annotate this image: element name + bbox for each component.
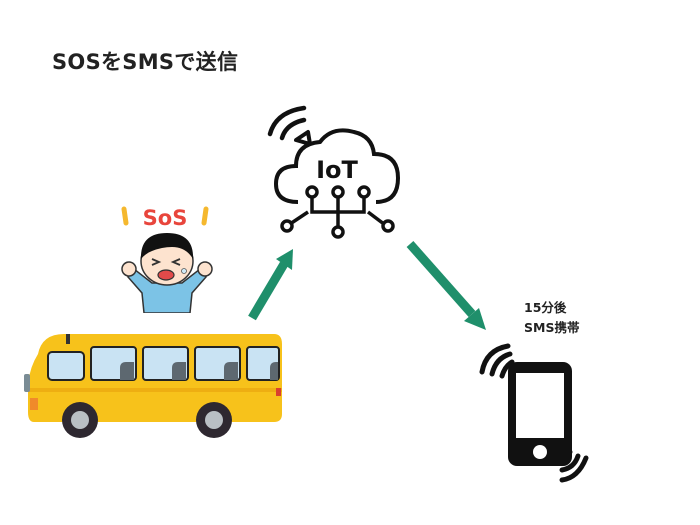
phone-label: 15分後 SMS携帯: [524, 298, 579, 338]
sos-badge: SoS: [143, 206, 188, 230]
arrow-cloud-to-phone: [406, 241, 486, 330]
vibrating-smartphone-icon: [479, 343, 589, 483]
school-bus-icon: [24, 334, 282, 438]
diagram-title: SOSをSMSで送信: [52, 50, 239, 74]
iot-cloud-icon: IoT: [267, 105, 401, 239]
distressed-child-icon: SoS: [121, 206, 213, 313]
iot-label: IoT: [316, 156, 358, 184]
phone-label-delay: 15分後: [524, 300, 567, 315]
phone-label-device: SMS携帯: [524, 320, 580, 335]
arrow-bus-to-cloud: [248, 249, 293, 321]
